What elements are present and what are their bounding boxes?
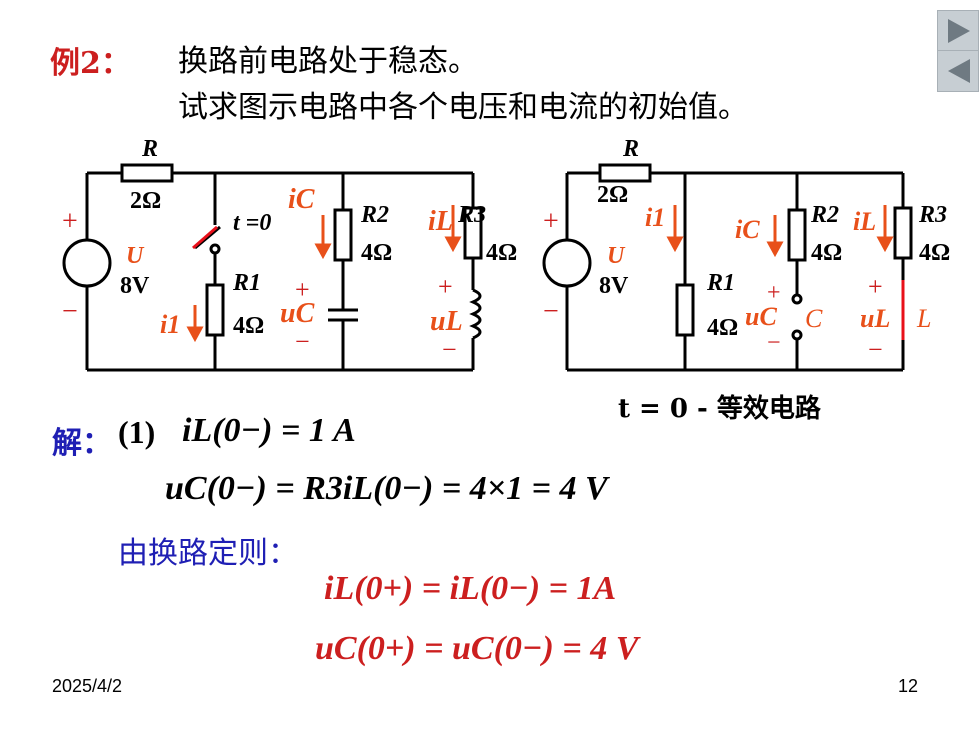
c1-R3-value: 4Ω (486, 240, 517, 266)
footer-date: 2025/4/2 (52, 676, 123, 696)
c1-R2-label: R2 (360, 202, 389, 228)
c2-R2-label: R2 (810, 202, 839, 228)
circuit-diagram-equivalent: R 2Ω + − U 8V i1 R1 4Ω iC R2 4Ω + uC − C… (542, 136, 950, 372)
c2-uL-plus: + (868, 272, 883, 301)
c2-uC-minus: − (767, 330, 781, 356)
c2-R3-label: R3 (918, 202, 947, 228)
title-line-2: 试求图示电路中各个电压和电流的初始值。 (178, 90, 748, 125)
equation-uC-0plus: uC(0+) = uC(0−) = 4 V (315, 630, 639, 667)
play-right-icon (948, 19, 970, 43)
c2-iC-label: iC (735, 215, 760, 244)
title-line-1: 换路前电路处于稳态。 (178, 44, 478, 79)
c2-R-label: R (622, 136, 639, 162)
c1-source-V: 8V (120, 273, 150, 299)
solution-label: 解： (52, 426, 112, 461)
c2-i1-label: i1 (645, 203, 665, 232)
c1-uL-minus: − (442, 335, 457, 364)
c2-L-label: L (916, 304, 931, 333)
c2-R1-label: R1 (706, 270, 735, 296)
c1-R-label: R (141, 136, 158, 162)
c2-R3-value: 4Ω (919, 240, 950, 266)
c2-iL-label: iL (853, 207, 876, 236)
equation-uC-0minus: uC(0−) = R3iL(0−) = 4×1 = 4 V (165, 470, 608, 507)
c2-R1-value: 4Ω (707, 315, 738, 341)
play-left-icon (948, 59, 970, 83)
c1-R1-value: 4Ω (233, 313, 264, 339)
c2-source-V: 8V (599, 273, 629, 299)
equation-iL-0plus: iL(0+) = iL(0−) = 1A (324, 570, 617, 607)
c1-i1-label: i1 (160, 310, 180, 339)
c2-R-value: 2Ω (597, 182, 628, 208)
c1-R-value: 2Ω (130, 188, 161, 214)
c1-R3-label: R3 (457, 202, 486, 228)
prev-slide-button[interactable] (937, 50, 979, 92)
example-label: 例2： (50, 46, 131, 81)
c1-source-U: U (126, 243, 145, 269)
c1-uL-label: uL (430, 306, 463, 337)
c2-source-minus: − (543, 296, 559, 327)
equation-iL-0minus: iL(0−) = 1 A (182, 412, 356, 449)
c1-R2-value: 4Ω (361, 240, 392, 266)
circuit-diagram-original: R 2Ω t =0 + − U 8V R1 4Ω i1 iC R2 4Ω + u… (62, 136, 517, 372)
c2-R2-value: 4Ω (811, 240, 842, 266)
step-number: (1) (118, 414, 156, 450)
c1-switch-label: t =0 (233, 210, 271, 236)
c2-uC-label: uC (745, 302, 777, 331)
c1-uL-plus: + (438, 272, 453, 301)
c1-uC-plus: + (295, 275, 310, 304)
c1-R1-label: R1 (232, 270, 261, 296)
switching-rule-label: 由换路定则： (118, 536, 298, 571)
footer-page-number: 12 (898, 676, 919, 696)
c1-iC-label: iC (288, 184, 315, 215)
c1-source-plus: + (62, 206, 78, 237)
c2-source-plus: + (543, 206, 559, 237)
c2-source-U: U (607, 243, 626, 269)
equivalent-circuit-caption: t = 0 - 等效电路 (618, 394, 821, 424)
c2-uL-minus: − (868, 335, 883, 364)
c1-uC-minus: − (295, 327, 310, 356)
c1-iL-label: iL (428, 206, 453, 237)
next-slide-button[interactable] (937, 10, 979, 52)
c2-C-label: C (805, 304, 823, 333)
c1-source-minus: − (62, 296, 78, 327)
c1-uC-label: uC (280, 298, 315, 329)
c2-uC-plus: + (767, 280, 781, 306)
c2-uL-label: uL (860, 304, 890, 333)
